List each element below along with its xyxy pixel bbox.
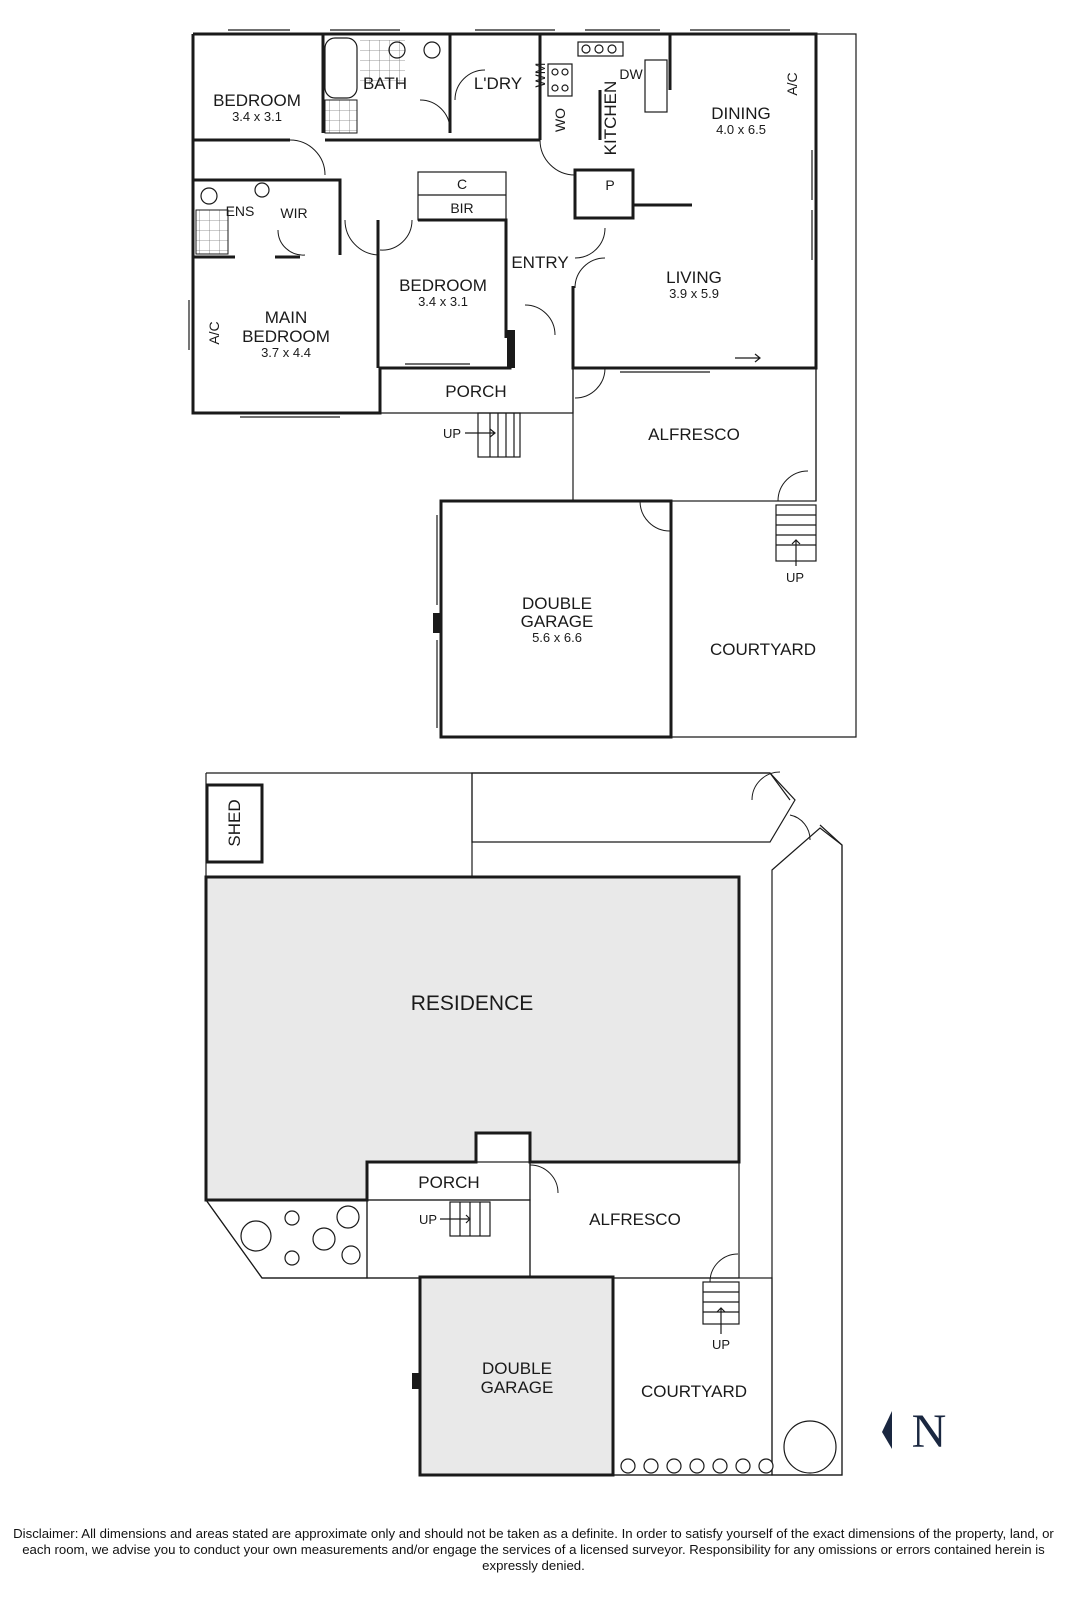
courtyard-label: COURTYARD <box>710 640 816 659</box>
cupboard-label: C <box>457 176 467 192</box>
porch-stairs <box>465 412 521 458</box>
disclaimer-text: Disclaimer: All dimensions and areas sta… <box>13 1526 1054 1573</box>
east-strip <box>771 827 843 1476</box>
main-bedroom-ac-label: A/C <box>206 321 222 344</box>
garage-label-line2: GARAGE <box>521 612 594 631</box>
garage-label-line1: DOUBLE <box>522 594 592 613</box>
site-garage-label-line1: DOUBLE <box>482 1359 552 1378</box>
site-porch-stairs <box>440 1201 491 1237</box>
courtyard-stairs <box>775 504 817 566</box>
main-bedroom-label-line1: MAIN <box>265 308 308 327</box>
window-marks <box>188 29 813 418</box>
shed <box>205 783 264 864</box>
kitchen-bench <box>644 59 668 113</box>
bath-shower-tiles <box>324 99 358 134</box>
bathtub <box>324 37 358 99</box>
site-courtyard <box>612 1277 773 1476</box>
porch-outline <box>380 368 574 414</box>
entry-label: ENTRY <box>511 253 568 272</box>
interior-walls <box>193 34 692 368</box>
courtyard-up-label: UP <box>786 570 804 585</box>
bir-box <box>417 171 507 221</box>
laundry-label: L'DRY <box>474 74 522 93</box>
wo-label: WO <box>552 108 568 132</box>
site-porch-up-label: UP <box>419 1212 437 1227</box>
dw-label: DW <box>619 66 643 82</box>
garden-bed <box>204 1199 368 1279</box>
floor-plan: BEDROOM 3.4 x 3.1 BATH L'DRY WM WO KITCH… <box>188 29 857 739</box>
wir-label: WIR <box>280 205 307 221</box>
main-bedroom-dims: 3.7 x 4.4 <box>261 345 311 360</box>
site-alfresco-label: ALFRESCO <box>589 1210 681 1229</box>
bedroom2-label: BEDROOM <box>213 91 301 110</box>
dining-dims: 4.0 x 6.5 <box>716 122 766 137</box>
main-bedroom-label-line2: BEDROOM <box>242 327 330 346</box>
ens-label: ENS <box>226 203 255 219</box>
bedroom3-label: BEDROOM <box>399 276 487 295</box>
site-porch-lower <box>366 1199 531 1279</box>
site-courtyard-label: COURTYARD <box>641 1382 747 1401</box>
bath-floor-tiles <box>360 40 405 85</box>
pantry-label: P <box>605 177 614 193</box>
ens-shower-tiles <box>195 209 229 255</box>
living-label: LIVING <box>666 268 722 287</box>
wm-label: WM <box>532 63 548 88</box>
courtyard-boundary <box>671 33 857 738</box>
site-courtyard-stairs <box>702 1281 740 1334</box>
cooktop <box>547 63 573 97</box>
north-label: N <box>912 1405 947 1458</box>
shrubs <box>240 1205 837 1474</box>
kitchen-sink <box>577 41 624 57</box>
alfresco-label: ALFRESCO <box>648 425 740 444</box>
bir-label: BIR <box>450 200 473 216</box>
living-dims: 3.9 x 5.9 <box>669 286 719 301</box>
door-arcs <box>277 69 809 532</box>
residence <box>204 875 741 1202</box>
site-plan: SHED RESIDENCE PORCH UP ALFRESCO UP DOUB… <box>204 771 947 1477</box>
site-courtyard-up-label: UP <box>712 1337 730 1352</box>
porch-label: PORCH <box>445 382 506 401</box>
north-arrow-icon <box>882 1411 892 1449</box>
bedroom3-dims: 3.4 x 3.1 <box>418 294 468 309</box>
north-strip <box>471 772 796 843</box>
site-porch-label: PORCH <box>418 1173 479 1192</box>
bath-label: BATH <box>363 74 407 93</box>
residence-label: RESIDENCE <box>411 992 534 1015</box>
dining-ac-label: A/C <box>784 72 800 95</box>
porch-up-label: UP <box>443 426 461 441</box>
dining-label: DINING <box>711 104 771 123</box>
garage-dims: 5.6 x 6.6 <box>532 630 582 645</box>
bedroom2-dims: 3.4 x 3.1 <box>232 109 282 124</box>
site-garage-label-line2: GARAGE <box>481 1378 554 1397</box>
shed-label: SHED <box>225 799 244 846</box>
kitchen-label: KITCHEN <box>601 81 620 156</box>
